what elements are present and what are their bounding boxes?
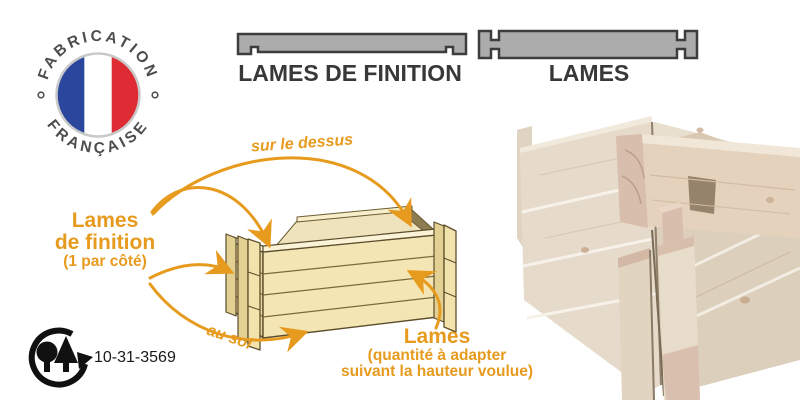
annotation-arrows <box>148 156 442 353</box>
finishing-annotation-line2: de finition <box>54 231 156 255</box>
finishing-annotation-line1: Lames <box>71 209 139 232</box>
recycle-arrow-icon <box>28 327 93 388</box>
finishing-annotation: Lames de finition (1 par côté) <box>30 209 180 271</box>
lames-annotation-line3: suivant la hauteur voulue) <box>340 363 534 381</box>
finishing-annotation-line3: (1 par côté) <box>63 253 147 271</box>
arrow-top-right <box>151 156 412 228</box>
made-in-france-badge: FABRICATION FRANÇAISE <box>35 28 159 157</box>
arrow-ground-left <box>148 249 235 280</box>
product-photo-illustration <box>517 116 800 400</box>
standard-plank-profile-label: LAMES <box>548 60 630 86</box>
lames-annotation: Lames (quantité à adapter suivant la hau… <box>322 325 552 381</box>
arrow-top-left <box>150 186 272 249</box>
badge-left-dot-icon <box>37 91 45 99</box>
pefc-logo <box>28 327 93 388</box>
pefc-certification-number: 10-31-3569 <box>94 349 176 366</box>
arrow-lames <box>406 270 442 330</box>
finishing-plank-profile-label: LAMES DE FINITION <box>238 60 462 86</box>
french-flag-icon <box>55 52 141 138</box>
badge-right-dot-icon <box>151 91 159 99</box>
lames-annotation-line1: Lames <box>403 325 471 348</box>
finishing-plank-profile-icon <box>236 32 468 56</box>
lames-annotation-line2: (quantité à adapter <box>367 347 507 365</box>
standard-plank-profile-icon <box>477 29 699 60</box>
deciduous-tree-icon <box>36 341 58 372</box>
arrow-ground-bottom <box>148 282 309 353</box>
conifer-tree-icon <box>54 336 78 372</box>
